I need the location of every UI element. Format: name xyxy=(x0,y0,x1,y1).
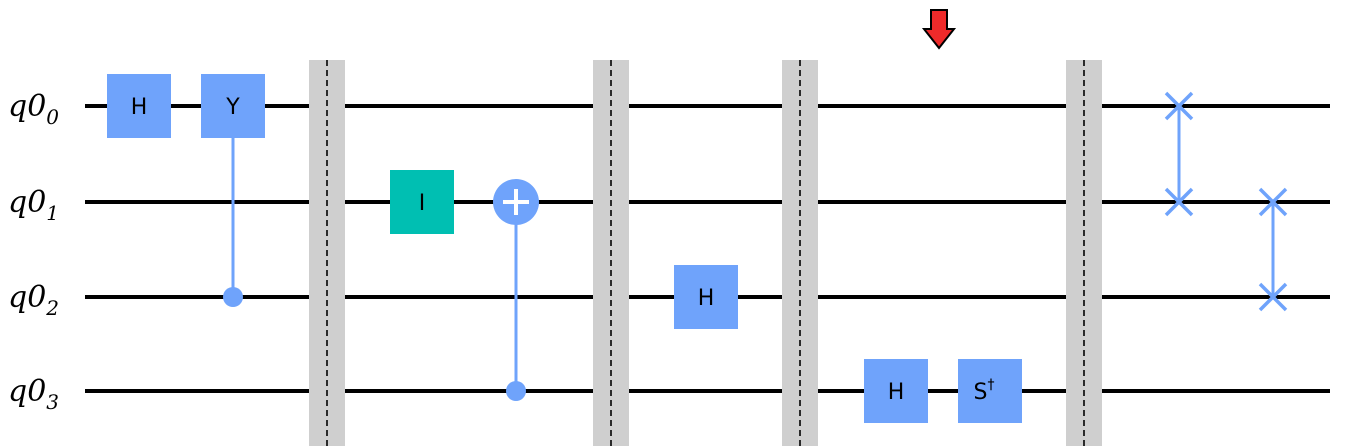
gate-label: S† xyxy=(974,377,995,405)
gate-box xyxy=(390,170,454,234)
gate-label: H xyxy=(698,286,715,311)
qubit-label-2: q02 xyxy=(8,280,59,320)
gate-box xyxy=(674,265,738,329)
red-down-arrow-icon xyxy=(921,9,957,50)
h-gate-q2: H xyxy=(674,265,738,329)
qubit-wires xyxy=(85,104,1330,393)
gate-box xyxy=(958,359,1022,423)
gate-box xyxy=(864,359,928,423)
y-gate-q0: Y xyxy=(201,74,265,138)
control-dot xyxy=(223,287,243,307)
swap-cross-icon xyxy=(1164,187,1194,217)
barrier-2 xyxy=(593,60,629,446)
gates: H Y I H H S† xyxy=(107,74,1022,423)
gate-label: I xyxy=(419,191,426,216)
barrier-1 xyxy=(309,60,345,446)
h-gate-q3: H xyxy=(864,359,928,423)
qubit-label-0: q00 xyxy=(8,89,59,129)
gate-label: H xyxy=(888,380,905,405)
h-gate-q0: H xyxy=(107,74,171,138)
i-gate-q1: I xyxy=(390,170,454,234)
swap-cross-icon xyxy=(1258,187,1288,217)
qubit-label-1: q01 xyxy=(8,185,59,225)
qubit-labels: q00 q01 q02 q03 xyxy=(8,89,59,414)
gate-label: Y xyxy=(225,95,240,120)
swap-gate-q0-q1 xyxy=(1164,91,1194,217)
cnot-gate xyxy=(493,179,539,401)
control-dot xyxy=(506,381,526,401)
gate-box xyxy=(201,74,265,138)
swap-gate-q1-q2 xyxy=(1258,187,1288,312)
barriers xyxy=(309,60,1102,446)
gate-label: H xyxy=(131,95,148,120)
gate-box xyxy=(107,74,171,138)
swap-cross-icon xyxy=(1258,282,1288,312)
barrier-4 xyxy=(1066,60,1102,446)
sdg-gate-q3: S† xyxy=(958,359,1022,423)
barrier-3 xyxy=(782,60,818,446)
qubit-label-3: q03 xyxy=(8,374,59,414)
swap-cross-icon xyxy=(1164,91,1194,121)
